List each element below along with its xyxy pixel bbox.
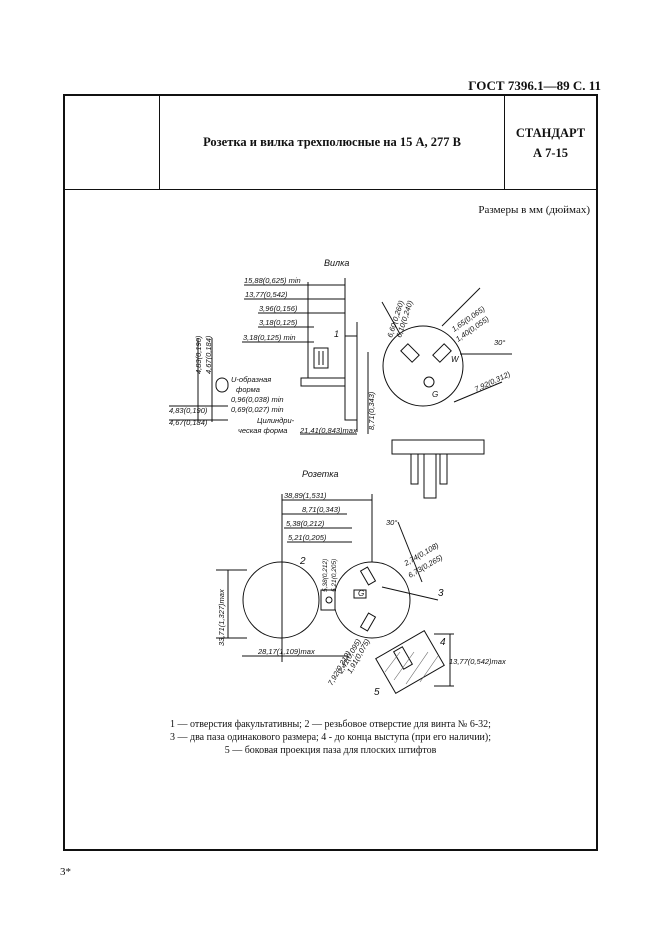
u-form-label-1: U-образная [231, 375, 271, 384]
plug-dim-8: 0,96(0,038) min [231, 395, 284, 404]
plug-pin-g: G [432, 390, 438, 399]
units-note: Размеры в мм (дюймах) [478, 204, 590, 216]
plug-dim-9: 0,69(0,027) min [231, 405, 284, 414]
socket-callout-2: 2 [299, 556, 306, 567]
socket-dim-4: 5,21(0,205) [288, 533, 327, 542]
standard-code: А 7-15 [532, 145, 569, 160]
plug-dim-10: 4,83(0,190) [169, 406, 208, 415]
legend-line-3: 5 — боковая проекция паза для плоских шт… [224, 745, 437, 756]
legend-line-2: 3 — два паза одинакового размера; 4 - до… [169, 732, 492, 743]
drawing-frame: Розетка и вилка трехполюсные на 15 А, 27… [63, 94, 598, 851]
plug-dim-5: 3,18(0,125) min [243, 333, 296, 342]
plug-dim-18: 7,92(0,312) [473, 369, 512, 394]
cyl-form-label-1: Цилиндри- [257, 416, 295, 425]
plug-pin-w: W [451, 355, 460, 364]
title-block: Розетка и вилка трехполюсные на 15 А, 27… [65, 96, 596, 190]
plug-dim-12: 21,41(0,843)max [299, 426, 357, 435]
socket-dim-1: 38,89(1,531) [284, 491, 327, 500]
legend: 1 — отверстия факультативны; 2 — резьбов… [65, 718, 596, 757]
socket-dimension-lines [216, 494, 440, 663]
socket-slot-detail [375, 629, 454, 695]
plug-dim-2: 13,77(0,542) [245, 290, 288, 299]
socket-callout-4: 4 [440, 637, 446, 648]
standard-label: СТАНДАРТ [515, 125, 586, 140]
u-form-label-2: форма [236, 385, 260, 394]
header-standard-ref: ГОСТ 7396.1—89 С. 11 [468, 78, 601, 93]
socket-dim-14: 13,77(0,542)max [449, 657, 506, 666]
document-title: Розетка и вилка трехполюсные на 15 А, 27… [160, 96, 505, 189]
socket-dim-9: 33,71(1,327)max [217, 589, 226, 646]
plug-angle: 30° [494, 338, 505, 347]
socket-label: Розетка [302, 469, 339, 479]
legend-line-1: 1 — отверстия факультативны; 2 — резьбов… [170, 719, 491, 730]
socket-callout-3: 3 [438, 588, 444, 599]
socket-dim-5: 5,38(0,212) [322, 559, 329, 592]
hatching [384, 651, 439, 685]
plug-label: Вилка [324, 258, 349, 268]
technical-drawing: Вилка 15,88(0,625) min 13,77(0,542) 3,96… [169, 258, 512, 698]
plug-dim-3: 3,96(0,156) [259, 304, 298, 313]
plug-dim-1: 15,88(0,625) min [244, 276, 301, 285]
plug-callout-1: 1 [334, 329, 339, 339]
socket-front-view [242, 561, 411, 639]
plug-side-view [215, 278, 358, 432]
plug-dim-11: 4,67(0,184) [169, 418, 208, 427]
socket-dim-2: 8,71(0,343) [302, 505, 341, 514]
socket-dim-10: 28,17(1,109)max [257, 647, 315, 656]
socket-callout-5: 5 [374, 687, 380, 698]
standard-cell: СТАНДАРТ А 7-15 [505, 96, 596, 189]
plug-dim-13: 8,71(0,343) [367, 391, 376, 430]
plug-dim-4: 3,18(0,125) [259, 318, 298, 327]
plug-dim-6: 4,83(0,190) [194, 335, 203, 374]
socket-dim-3: 5,38(0,212) [286, 519, 325, 528]
title-block-empty-cell [65, 96, 160, 189]
socket-angle: 30° [386, 518, 397, 527]
plug-dim-7: 4,67(0,184) [204, 335, 213, 374]
plug-dimension-lines [169, 284, 369, 435]
cyl-form-label-2: ческая форма [238, 426, 287, 435]
socket-dim-6: 5,21(0,205) [331, 559, 338, 592]
page-mark: 3* [60, 866, 71, 878]
plug-face-view [381, 287, 512, 407]
socket-pin-g: G [358, 589, 364, 598]
plug-bottom-view [391, 439, 485, 499]
